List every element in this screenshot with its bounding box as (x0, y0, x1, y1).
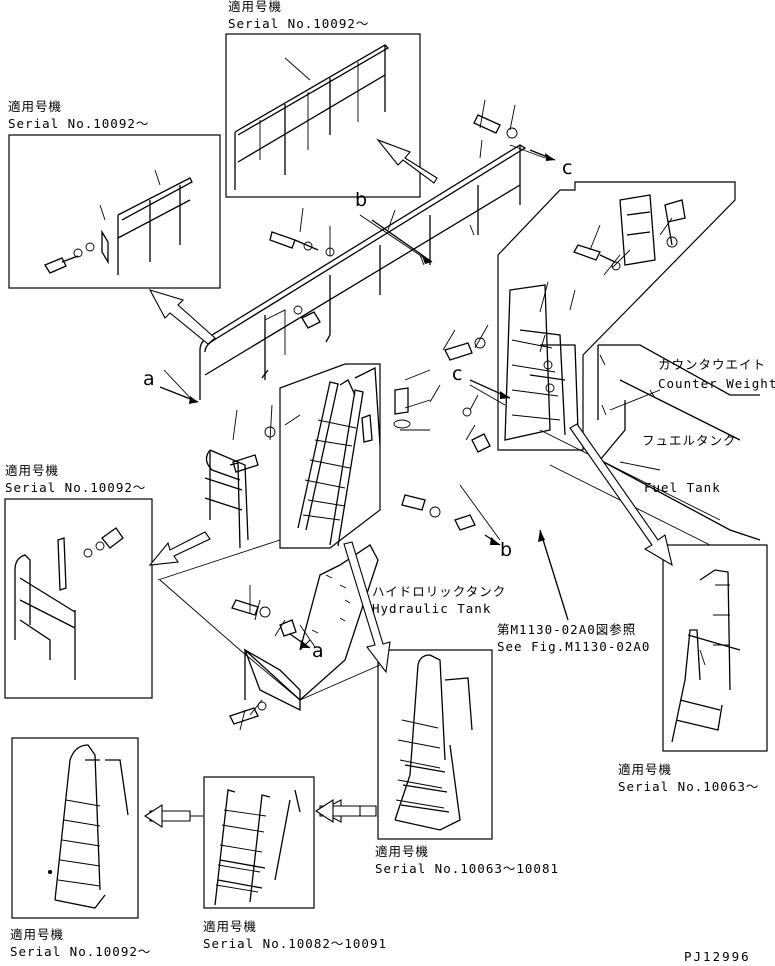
counter-weight-jp: カウンタウエイト (658, 357, 767, 372)
callout-c-top: c (562, 157, 573, 179)
applicable-label-bottom-mid: 適用号機 (203, 919, 258, 934)
box-right (662, 544, 768, 752)
serial-top-center: Serial No.10092～ (228, 16, 370, 31)
callout-a-bottom: a (312, 640, 324, 662)
box-mid-left (4, 498, 153, 699)
box-center-ladder (279, 363, 381, 549)
applicable-label-right: 適用号機 (618, 762, 673, 777)
ladder-center (297, 366, 411, 547)
applicable-label-bottom-center: 適用号機 (375, 844, 430, 859)
serial-bottom-left: Serial No.10092～ (10, 944, 152, 959)
serial-mid-left: Serial No.10092～ (5, 480, 147, 495)
box-bottom-left (11, 737, 139, 919)
callout-c-mid: c (452, 363, 463, 385)
serial-right: Serial No.10063～ (618, 779, 760, 794)
railing-top-center (234, 44, 390, 190)
applicable-label-bottom-left: 適用号機 (10, 927, 65, 942)
leader-lines (163, 99, 673, 731)
applicable-label-top-center: 適用号機 (228, 0, 283, 14)
railing-top-left (44, 169, 193, 275)
applicable-label-top-left: 適用号機 (8, 99, 63, 114)
applicable-label-mid-left: 適用号機 (5, 463, 60, 478)
see-fig-jp: 第M1130-02A0図参照 (497, 622, 637, 637)
main-railing (199, 144, 527, 400)
hydraulic-tank-en: Hydraulic Tank (372, 601, 492, 616)
callout-a-left: a (143, 368, 155, 390)
hydraulic-tank-jp: ハイドロリックタンク (372, 584, 507, 599)
hydraulic-tank-area (157, 539, 381, 725)
ladder-bottom-mid (214, 789, 301, 906)
box-top-center (225, 33, 421, 198)
ladder-bottom-center (394, 654, 473, 831)
drawing-code: PJ12996 (684, 949, 751, 964)
railing-mid-left-box (14, 527, 124, 680)
box-top-left (8, 134, 221, 289)
counter-weight-en: Counter Weight (658, 376, 775, 391)
fuel-tank-en: Fuel Tank (644, 480, 721, 495)
serial-bottom-center: Serial No.10063～10081 (375, 861, 560, 876)
ladder-right-box (444, 194, 686, 453)
serial-bottom-mid: Serial No.10082～10091 (203, 936, 388, 951)
box-right-ladder (497, 181, 736, 451)
bolts-center (401, 494, 476, 531)
box-bottom-mid (203, 776, 315, 909)
railing-left-middle (204, 426, 276, 549)
callout-b-top: b (355, 189, 368, 211)
ladder-right-small (671, 569, 741, 743)
box-bottom-center (377, 649, 493, 840)
fuel-tank-jp: フュエルタンク (642, 433, 737, 448)
callout-b-mid: b (500, 539, 513, 561)
callout-arrows (159, 149, 569, 649)
direction-arrows (143, 138, 673, 829)
ladder-bottom-left (48, 744, 129, 909)
serial-top-left: Serial No.10092～ (8, 116, 150, 131)
see-fig-en: See Fig.M1130-02A0 (497, 639, 651, 654)
